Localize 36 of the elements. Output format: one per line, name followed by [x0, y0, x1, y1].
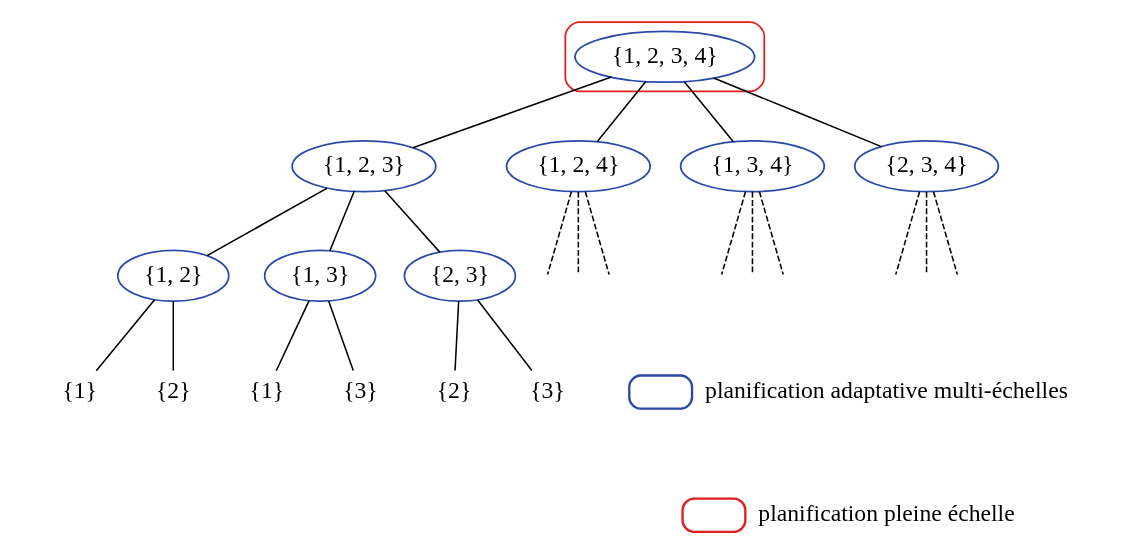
connector [595, 81, 646, 143]
node-text: {1} [61, 377, 97, 404]
node-text: {2} [155, 377, 191, 404]
connector [327, 300, 354, 372]
connector [453, 300, 459, 372]
connector [383, 189, 441, 253]
node-ellipse: {1, 2, 4} [505, 140, 651, 193]
node-text: {3} [529, 377, 565, 404]
connector [584, 191, 610, 276]
connector [328, 190, 355, 252]
connector [476, 299, 533, 372]
connector [894, 191, 920, 276]
node-ellipse: {2, 3, 4} [853, 140, 999, 193]
connector [683, 81, 734, 143]
node-text: {2} [436, 377, 471, 404]
connector [546, 191, 572, 276]
legend-label: planification pleine échelle [757, 500, 1015, 527]
node-ellipse: {1, 3} [263, 249, 376, 303]
node-ellipse: {2, 3} [403, 249, 516, 303]
connector [712, 77, 882, 148]
connector [205, 187, 328, 257]
connector [720, 191, 746, 276]
node-text: {1} [249, 377, 284, 404]
node-ellipse: {1, 2} [116, 249, 230, 303]
cluster [563, 21, 765, 93]
node-ellipse: {1, 2, 3, 4} [573, 30, 755, 84]
legend-label: planification adaptative multi-échelles [704, 377, 1068, 404]
node-ellipse: {1, 3, 4} [679, 140, 825, 193]
connector [411, 76, 612, 149]
connector [932, 191, 958, 276]
connector [275, 299, 310, 372]
connector [95, 298, 156, 372]
node-text: {3} [342, 377, 378, 404]
connector [758, 191, 784, 276]
connector [172, 300, 174, 372]
node-ellipse: {1, 2, 3} [290, 140, 437, 193]
